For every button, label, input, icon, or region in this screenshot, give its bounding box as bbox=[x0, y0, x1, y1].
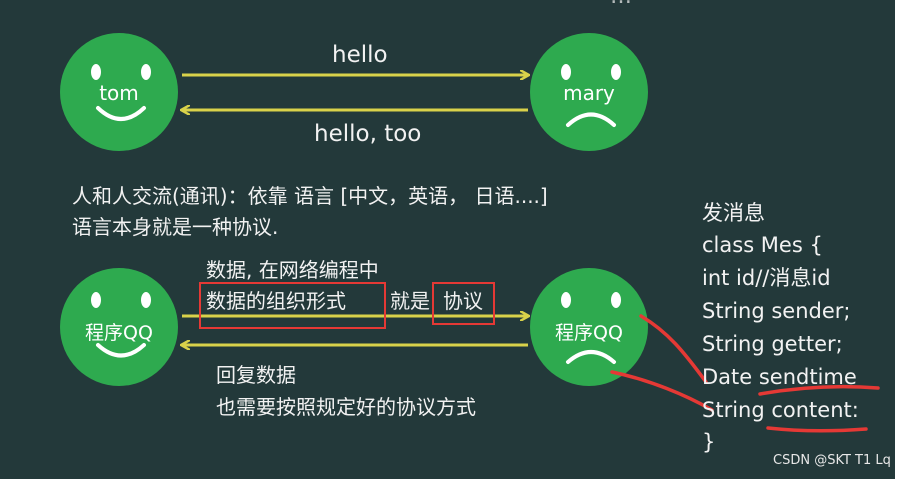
highlight-box-protocol bbox=[432, 282, 495, 325]
qq-left-expression bbox=[91, 292, 151, 358]
message-class-line-6: String content: bbox=[702, 398, 859, 422]
red-connector-lower bbox=[610, 370, 714, 412]
message-class-heading: 发消息 bbox=[702, 201, 765, 225]
reply-note-line-1: 回复数据 bbox=[216, 363, 296, 387]
qq-left-label: 程序QQ bbox=[85, 322, 153, 344]
message-class-line-2: int id//消息id bbox=[702, 266, 831, 290]
communication-line-1: 人和人交流(通讯)：依靠 语言 [中文，英语， 日语....] bbox=[72, 184, 548, 208]
message-class-line-3: String sender; bbox=[702, 299, 851, 323]
message-class-line-7: } bbox=[702, 430, 716, 454]
red-underline-content bbox=[766, 426, 868, 433]
qq-left-face: 程序QQ bbox=[60, 268, 178, 386]
network-note-line-1: 数据, 在网络编程中 bbox=[206, 258, 379, 282]
red-underline-sendtime bbox=[758, 384, 880, 396]
network-note-boxed-phrase: 数据的组织形式 bbox=[206, 289, 346, 313]
tom-face: tom bbox=[60, 33, 178, 151]
mary-face: mary bbox=[530, 33, 648, 151]
tom-expression bbox=[91, 64, 151, 121]
right-edge-margin bbox=[895, 0, 913, 479]
qq-right-face: 程序QQ bbox=[530, 268, 648, 386]
qq-right-expression bbox=[561, 292, 621, 364]
highlight-box-data-format bbox=[199, 282, 386, 329]
hello-label: hello bbox=[332, 42, 388, 68]
communication-line-2: 语言本身就是一种协议. bbox=[72, 215, 279, 239]
red-connector-upper bbox=[639, 314, 708, 384]
tom-label: tom bbox=[99, 81, 139, 105]
message-class-line-1: class Mes { bbox=[702, 233, 823, 257]
message-class-line-5: Date sendtime bbox=[702, 365, 857, 389]
network-note-middle: 就是 bbox=[390, 289, 430, 313]
message-class-line-4: String getter; bbox=[702, 332, 843, 356]
network-note-boxed-protocol: 协议 bbox=[443, 289, 483, 313]
watermark: CSDN @SKT T1 Lq bbox=[773, 453, 891, 468]
reply-note-line-2: 也需要按照规定好的协议方式 bbox=[216, 395, 476, 419]
mary-expression bbox=[561, 64, 621, 127]
top-cut-text: … bbox=[610, 0, 632, 8]
mary-label: mary bbox=[563, 81, 615, 105]
qq-right-label: 程序QQ bbox=[555, 322, 623, 344]
hello-too-label: hello, too bbox=[314, 121, 422, 147]
